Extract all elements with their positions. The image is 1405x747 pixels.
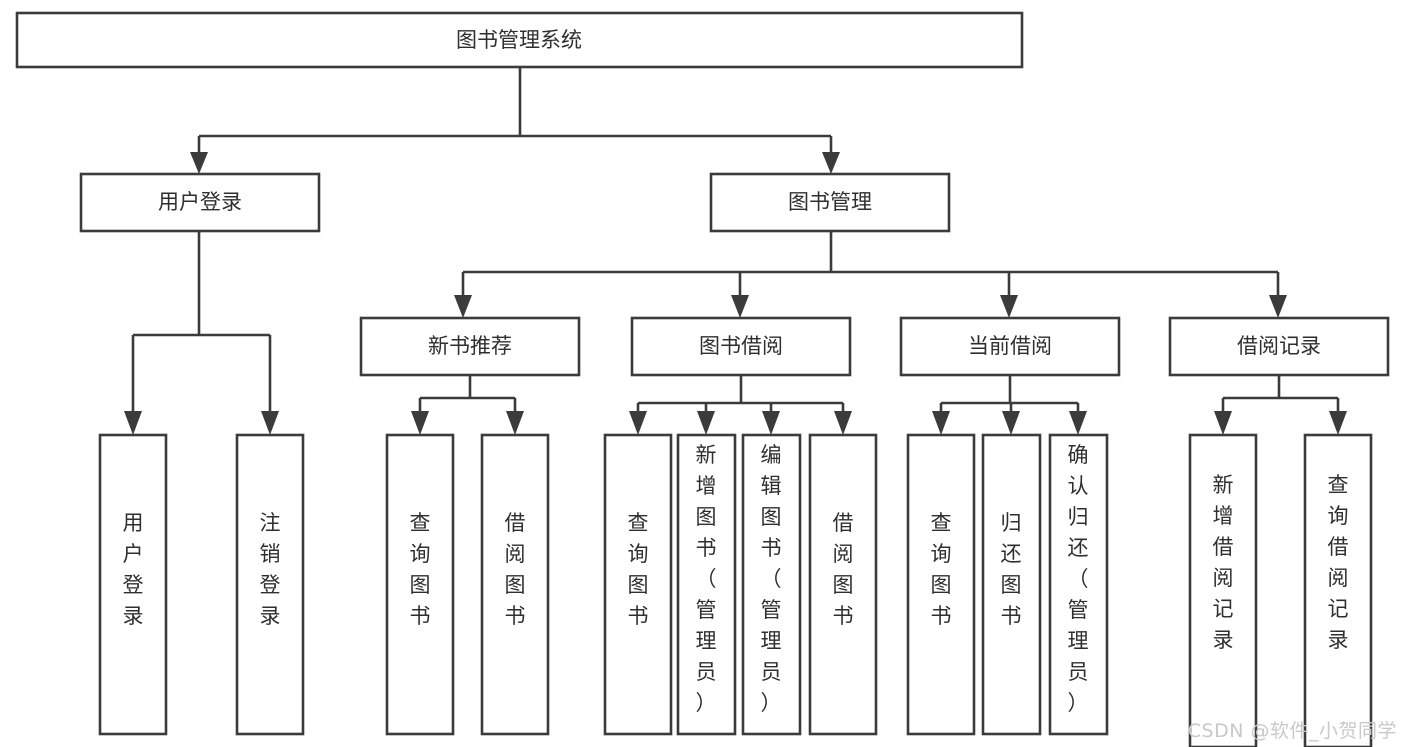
node-current-borrow-label: 当前借阅 [968, 334, 1052, 358]
node-borrow-record[interactable]: 借阅记录 [1168, 316, 1390, 377]
node-user-login-box[interactable] [79, 172, 321, 233]
arrow-head-book-borrow [731, 295, 749, 318]
node-borrow-record-box[interactable] [1168, 316, 1390, 377]
arrow-head-new-book-rec [454, 295, 472, 318]
leaf-node[interactable]: 查询图书 [906, 433, 976, 736]
arrow-head-bb-add [697, 411, 715, 435]
node-book-management-box[interactable] [709, 172, 951, 233]
leaf-box-newbook-borrow[interactable] [480, 433, 550, 736]
leaf-box-cb-return[interactable] [981, 433, 1042, 736]
leaf-node[interactable]: 新增图书（管理员） [676, 433, 737, 736]
node-root[interactable]: 图书管理系统 [15, 11, 1024, 69]
leaf-label-logout: 注销登录 [260, 511, 281, 628]
leaf-node[interactable]: 借阅图书 [808, 433, 878, 736]
leaf-box-cb-confirm[interactable] [1048, 433, 1109, 736]
leaf-node[interactable]: 注销登录 [235, 433, 305, 736]
arrow-head-newbook-query [411, 411, 429, 435]
arrow-head-cb-query [932, 411, 950, 435]
leaf-label-br-add: 新增借阅记录 [1213, 473, 1234, 652]
leaf-label-bb-add: 新增图书（管理员） [696, 443, 717, 715]
arrow-head-cb-return [1002, 411, 1020, 435]
leaf-box-bb-query[interactable] [603, 433, 673, 736]
node-root-label: 图书管理系统 [456, 28, 582, 52]
leaf-box-newbook-query[interactable] [385, 433, 455, 736]
node-root-box[interactable] [15, 11, 1024, 69]
arrow-head-cb-confirm [1069, 411, 1087, 435]
leaf-label-cb-confirm: 确认归还（管理员） [1068, 443, 1089, 715]
leaf-label-newbook-query: 查询图书 [410, 511, 431, 628]
node-book-management-label: 图书管理 [788, 190, 872, 214]
arrow-head-bb-borrow [834, 411, 852, 435]
leaf-nodes-layer: 用户登录 注销登录 查询图书 借阅图书 查询图书 新增图书（管理员） [98, 433, 1373, 747]
leaf-node[interactable]: 新增借阅记录 [1188, 433, 1258, 747]
arrow-head-book-mgmt [822, 152, 840, 174]
node-new-book-recommend-label: 新书推荐 [428, 334, 512, 358]
leaf-box-bb-add[interactable] [676, 433, 737, 736]
leaf-node[interactable]: 归还图书 [981, 433, 1042, 736]
arrow-head-borrow-record [1269, 295, 1287, 318]
leaf-label-bb-query: 查询图书 [628, 511, 649, 628]
leaf-box-br-query[interactable] [1303, 433, 1373, 747]
node-new-book-recommend-box[interactable] [359, 316, 581, 377]
node-new-book-recommend[interactable]: 新书推荐 [359, 316, 581, 377]
arrow-head-current-borrow [1000, 295, 1018, 318]
node-book-borrow-box[interactable] [630, 316, 852, 377]
arrow-head-user-login [190, 152, 208, 174]
leaf-node[interactable]: 编辑图书（管理员） [741, 433, 802, 736]
node-book-management[interactable]: 图书管理 [709, 172, 951, 233]
leaf-label-user-login: 用户登录 [123, 511, 144, 628]
leaf-box-br-add[interactable] [1188, 433, 1258, 747]
leaf-node[interactable]: 用户登录 [98, 433, 168, 736]
leaf-box-bb-borrow[interactable] [808, 433, 878, 736]
node-borrow-record-label: 借阅记录 [1237, 334, 1321, 358]
leaf-label-br-query: 查询借阅记录 [1328, 473, 1349, 652]
arrow-head-leaf-user-login [124, 411, 142, 435]
leaf-label-cb-query: 查询图书 [931, 511, 952, 628]
node-user-login-label: 用户登录 [158, 190, 242, 214]
arrow-head-newbook-borrow [506, 411, 524, 435]
leaf-label-bb-borrow: 借阅图书 [833, 511, 854, 628]
node-current-borrow-box[interactable] [899, 316, 1121, 377]
leaf-node[interactable]: 确认归还（管理员） [1048, 433, 1109, 736]
connectors-layer [124, 67, 1347, 435]
leaf-node[interactable]: 借阅图书 [480, 433, 550, 736]
node-current-borrow[interactable]: 当前借阅 [899, 316, 1121, 377]
leaf-label-bb-edit: 编辑图书（管理员） [761, 443, 782, 715]
leaf-node[interactable]: 查询借阅记录 [1303, 433, 1373, 747]
arrow-head-br-add [1214, 411, 1232, 435]
leaf-box-logout[interactable] [235, 433, 305, 736]
arrow-head-bb-query [629, 411, 647, 435]
arrow-head-bb-edit [762, 411, 780, 435]
leaf-node[interactable]: 查询图书 [385, 433, 455, 736]
arrow-head-br-query [1329, 411, 1347, 435]
leaf-box-bb-edit[interactable] [741, 433, 802, 736]
leaf-label-cb-return: 归还图书 [1001, 511, 1022, 628]
node-book-borrow[interactable]: 图书借阅 [630, 316, 852, 377]
arrow-head-leaf-logout [261, 411, 279, 435]
leaf-label-newbook-borrow: 借阅图书 [505, 511, 526, 628]
node-user-login[interactable]: 用户登录 [79, 172, 321, 233]
leaf-node[interactable]: 查询图书 [603, 433, 673, 736]
leaf-box-cb-query[interactable] [906, 433, 976, 736]
node-book-borrow-label: 图书借阅 [699, 334, 783, 358]
leaf-box-user-login[interactable] [98, 433, 168, 736]
